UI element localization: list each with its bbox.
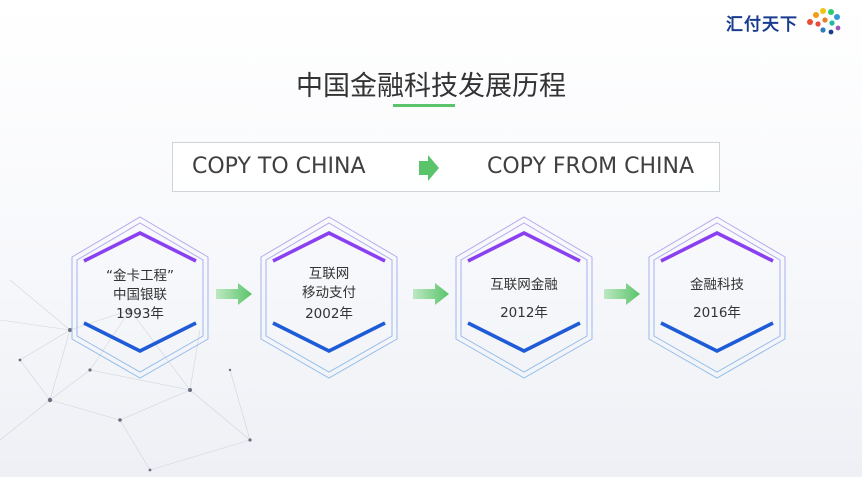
page-title: 中国金融科技发展历程 (296, 71, 566, 102)
stage-label-line2: 中国银联 (113, 287, 167, 303)
stage-1993: “金卡工程” 中国银联 1993年 (70, 215, 210, 380)
title-underline (393, 104, 455, 107)
stage-2012: 互联网金融 2012年 (454, 215, 594, 380)
copy-banner: COPY TO CHINA COPY FROM CHINA (172, 142, 720, 192)
green-right-arrow-icon (604, 283, 640, 305)
network-background (0, 279, 252, 472)
logo-text: 汇付天下 (726, 14, 798, 35)
stage-year: 2012年 (500, 305, 548, 321)
brand-logo: 汇付天下 (726, 6, 844, 38)
stage-2016: 金融科技 2016年 (647, 215, 787, 380)
copy-to-china-label: COPY TO CHINA (192, 154, 366, 179)
green-right-arrow-icon (413, 283, 449, 305)
stage-year: 2002年 (305, 306, 353, 322)
colorful-dot-swirl-logo-icon (807, 8, 841, 35)
stage-year: 2016年 (693, 305, 741, 321)
stage-label-line1: 互联网 (308, 266, 350, 282)
copy-from-china-label: COPY FROM CHINA (487, 154, 695, 179)
green-right-arrow-icon (216, 283, 252, 305)
stage-label-line1: “金卡工程” (106, 268, 174, 284)
hexagon-frame (71, 216, 209, 379)
stage-label-line2: 移动支付 (302, 285, 356, 301)
stage-2002: 互联网 移动支付 2002年 (259, 215, 399, 380)
green-right-arrow-icon (419, 155, 439, 181)
stage-label-line1: 金融科技 (690, 277, 744, 293)
hexagon-frame (648, 216, 786, 379)
hexagon-frame (260, 216, 398, 379)
hexagon-frame (455, 216, 593, 379)
stage-year: 1993年 (116, 306, 164, 322)
stage-label-line1: 互联网金融 (490, 277, 558, 293)
